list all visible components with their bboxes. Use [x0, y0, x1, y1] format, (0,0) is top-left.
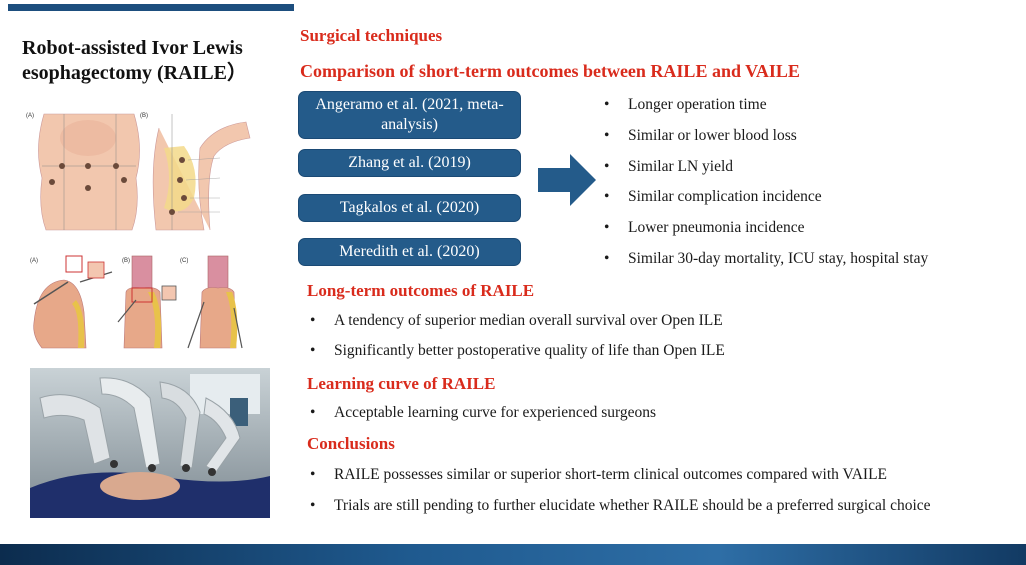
list-item: • Similar or lower blood loss: [604, 126, 928, 157]
list-item: • Significantly better postoperative qual…: [310, 341, 725, 371]
bullet-icon: •: [604, 249, 610, 267]
heading-surgical-techniques: Surgical techniques: [300, 26, 443, 45]
heading-comparison: Comparison of short-term outcomes betwee…: [300, 61, 800, 81]
port-b-label: (B): [140, 113, 148, 119]
list-item: • Similar LN yield: [604, 157, 928, 188]
conclusion-text: RAILE possesses similar or superior shor…: [334, 466, 888, 483]
anastomosis-figure: (A) (B) (C): [28, 252, 268, 352]
conclusion-text: Trials are still pending to further eluc…: [334, 497, 931, 514]
bullet-icon: •: [604, 188, 610, 206]
port-a-label: (A): [26, 113, 34, 119]
bullet-icon: •: [310, 342, 316, 359]
bullet-icon: •: [310, 312, 316, 329]
conclusions-list: • RAILE possesses similar or superior sho…: [310, 465, 931, 527]
outcome-text: Lower pneumonia incidence: [628, 219, 805, 237]
anast-c-label: (C): [180, 258, 188, 264]
right-arrow-icon: [538, 154, 596, 206]
short-term-outcomes-list: • Longer operation time • Similar or lower…: [604, 95, 928, 280]
long-term-text: Significantly better postoperative quali…: [334, 342, 725, 359]
heading-long-term-outcomes: Long-term outcomes of RAILE: [307, 281, 535, 300]
bullet-icon: •: [604, 126, 610, 144]
outcome-text: Similar 30-day mortality, ICU stay, hosp…: [628, 249, 929, 267]
list-item: • Similar 30-day mortality, ICU stay, hos…: [604, 249, 928, 280]
top-accent-bar: [8, 4, 294, 11]
learning-curve-list: • Acceptable learning curve for experienc…: [310, 403, 656, 423]
list-item: • RAILE possesses similar or superior sho…: [310, 465, 931, 496]
outcome-text: Similar complication incidence: [628, 188, 822, 206]
list-item: • Lower pneumonia incidence: [604, 218, 928, 249]
bullet-icon: •: [310, 466, 316, 483]
heading-learning-curve: Learning curve of RAILE: [307, 374, 496, 393]
port-placement-figure: (A) (B): [24, 108, 274, 233]
bullet-icon: •: [310, 404, 316, 421]
slide-title: Robot-assisted Ivor Lewis esophagectomy …: [22, 37, 247, 84]
bullet-icon: •: [604, 96, 610, 113]
anast-b-label: (B): [122, 258, 130, 264]
anast-a-label: (A): [30, 258, 38, 264]
learning-text: Acceptable learning curve for experience…: [334, 404, 657, 421]
list-item: • Acceptable learning curve for experienc…: [310, 403, 656, 423]
list-item: • Trials are still pending to further elu…: [310, 496, 931, 527]
study-box-meredith: Meredith et al. (2020): [298, 238, 521, 266]
outcome-text: Longer operation time: [628, 96, 767, 113]
long-term-outcomes-list: • A tendency of superior median overall s…: [310, 311, 725, 371]
study-box-angeramo: Angeramo et al. (2021, meta-analysis): [298, 91, 521, 139]
outcome-text: Similar LN yield: [628, 157, 734, 175]
study-box-zhang: Zhang et al. (2019): [298, 149, 521, 177]
heading-conclusions: Conclusions: [307, 434, 395, 453]
outcome-text: Similar or lower blood loss: [628, 126, 797, 144]
operating-room-photo: [30, 368, 270, 518]
list-item: • Longer operation time: [604, 95, 928, 126]
list-item: • A tendency of superior median overall s…: [310, 311, 725, 341]
bottom-footer-bar: [0, 544, 1026, 565]
long-term-text: A tendency of superior median overall su…: [334, 312, 723, 329]
bullet-icon: •: [604, 219, 610, 237]
bullet-icon: •: [310, 497, 316, 514]
bullet-icon: •: [604, 157, 610, 175]
list-item: • Similar complication incidence: [604, 187, 928, 218]
study-box-tagkalos: Tagkalos et al. (2020): [298, 194, 521, 222]
